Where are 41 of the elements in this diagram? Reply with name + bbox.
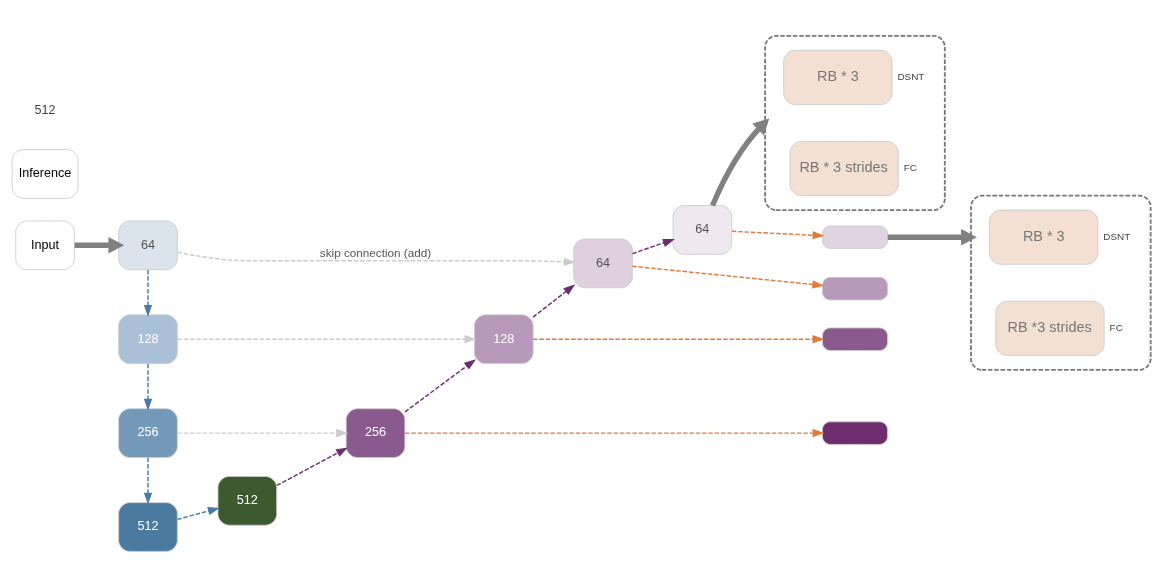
arrow <box>176 335 477 344</box>
arrow <box>276 447 348 487</box>
cluster <box>764 34 946 211</box>
arrow <box>143 363 153 411</box>
arrow <box>710 118 770 207</box>
arrow <box>404 428 825 438</box>
node-box: 128 <box>473 314 534 365</box>
node-box: 64 <box>573 238 633 289</box>
arrow <box>532 284 576 318</box>
node-box: 64 <box>118 220 178 271</box>
arrow <box>731 230 825 240</box>
arrow <box>176 507 220 521</box>
node-box: 512 <box>217 476 278 526</box>
arrow <box>177 251 576 266</box>
edge-label: skip connection (add) <box>319 246 432 260</box>
node-bar <box>822 421 888 445</box>
node-label: FC <box>903 162 917 174</box>
node-bar <box>822 276 888 301</box>
cluster <box>970 194 1152 371</box>
arrow <box>532 335 825 344</box>
arrow <box>74 237 125 254</box>
node-label: FC <box>1109 321 1123 333</box>
node-label: DSNT <box>897 70 925 82</box>
arrow <box>404 359 476 413</box>
arrow <box>143 457 153 505</box>
node-box: Inference <box>11 149 79 199</box>
arrow <box>631 239 675 255</box>
label: 512 <box>34 103 56 118</box>
node-box: 128 <box>118 314 178 365</box>
arrow <box>887 228 977 246</box>
node-bar <box>822 327 888 351</box>
node-box: 256 <box>118 408 178 458</box>
node-bar <box>822 225 888 249</box>
node-box: 64 <box>672 205 733 255</box>
node-box: 256 <box>345 408 406 458</box>
node-box: 512 <box>118 502 178 552</box>
arrow <box>143 269 153 317</box>
arrow <box>176 428 349 438</box>
node-box: Input <box>15 220 75 271</box>
arrow <box>631 265 825 289</box>
node-label: DSNT <box>1103 230 1131 242</box>
